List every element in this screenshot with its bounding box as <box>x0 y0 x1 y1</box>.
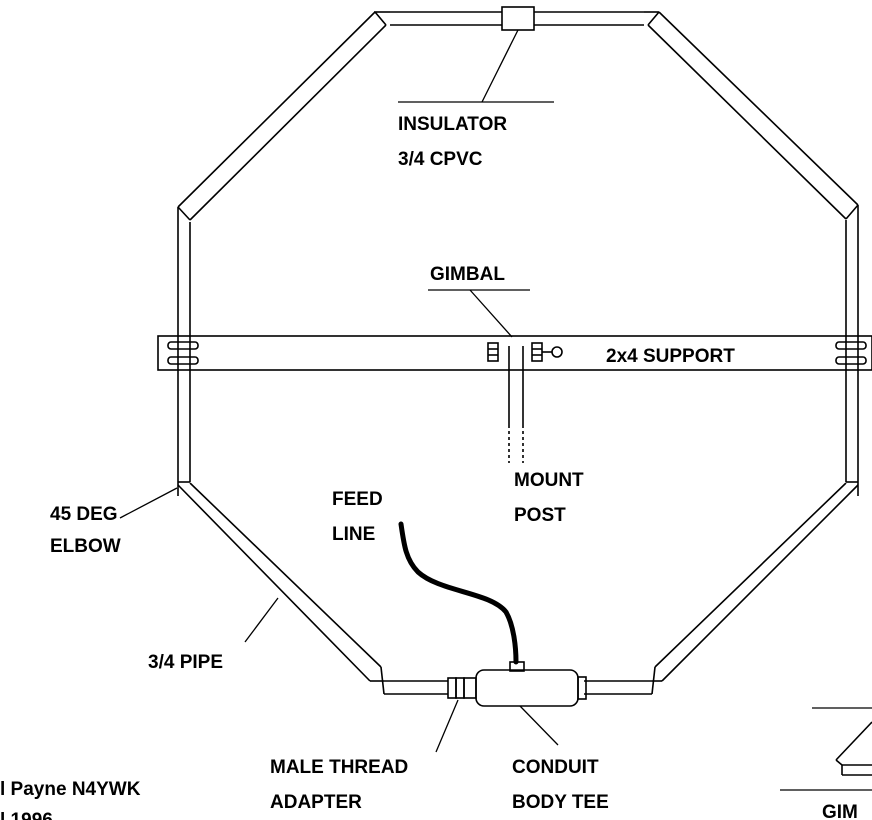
label-insulator-material: 3/4 CPVC <box>398 149 483 170</box>
labels: INSULATOR 3/4 CPVC GIMBAL 2x4 SUPPORT MO… <box>0 114 858 820</box>
gimbal-detail-fragment <box>835 721 872 776</box>
label-male-2: ADAPTER <box>270 792 362 813</box>
label-male-1: MALE THREAD <box>270 757 408 778</box>
label-mount-1: MOUNT <box>514 470 584 491</box>
label-gimbal: GIMBAL <box>430 264 505 285</box>
label-feed-1: FEED <box>332 489 383 510</box>
male-thread-adapter <box>447 677 477 699</box>
label-gimbal-detail: GIM <box>822 802 858 820</box>
label-feed-2: LINE <box>332 524 375 545</box>
label-insulator: INSULATOR <box>398 114 507 135</box>
mount-post <box>508 346 524 463</box>
elbow-joints <box>177 11 859 695</box>
label-pipe: 3/4 PIPE <box>148 652 223 673</box>
leader-lines <box>119 29 872 791</box>
label-year: l 1996 <box>0 810 53 820</box>
conduit-body-tee <box>475 661 587 707</box>
support-board <box>157 335 872 371</box>
gimbal-assembly <box>487 342 563 362</box>
label-elbow-1: 45 DEG <box>50 504 118 525</box>
label-conduit-1: CONDUIT <box>512 757 599 778</box>
label-conduit-2: BODY TEE <box>512 792 609 813</box>
label-support: 2x4 SUPPORT <box>606 346 735 367</box>
octagon-loop <box>177 11 859 695</box>
label-mount-2: POST <box>514 505 566 526</box>
clamp-right <box>835 341 867 365</box>
label-elbow-2: ELBOW <box>50 536 121 557</box>
label-author: l Payne N4YWK <box>0 779 141 800</box>
feed-line-cable <box>398 521 519 665</box>
clamp-left <box>167 341 199 365</box>
insulator-block <box>501 6 535 31</box>
